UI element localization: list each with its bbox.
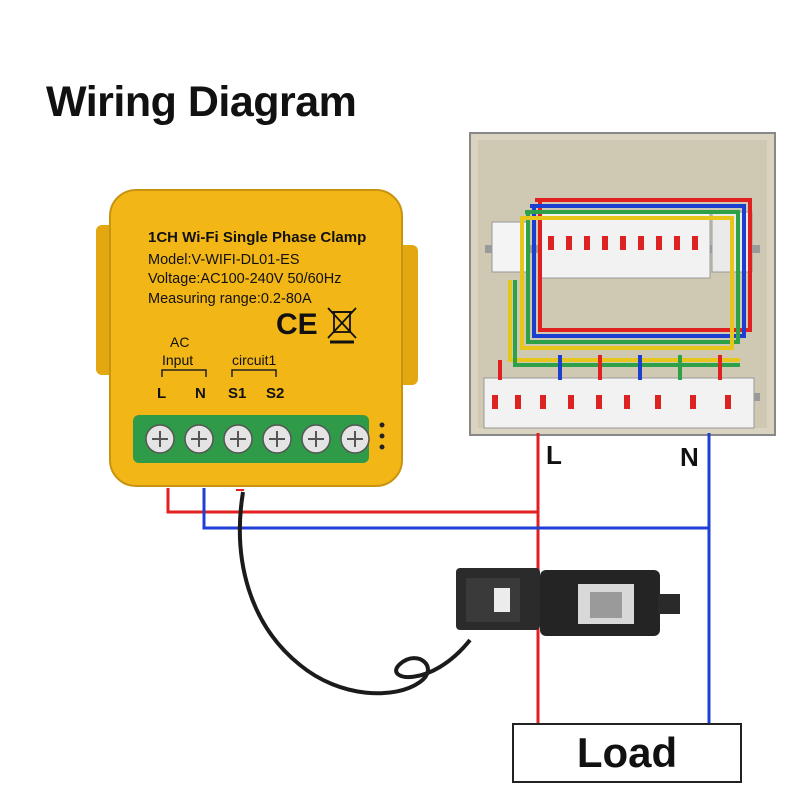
load-label: Load: [576, 729, 678, 776]
terminal-label-s2: S2: [266, 385, 284, 402]
ce-mark: CE: [276, 308, 318, 341]
current-clamp: [456, 568, 680, 636]
ac-label: AC: [170, 334, 189, 350]
page-title: Wiring Diagram: [46, 78, 357, 126]
panel-live-label: L: [546, 440, 562, 470]
circuit-label: circuit1: [232, 352, 277, 368]
device-neutral-wire: [202, 488, 709, 530]
device-model: Model:V-WIFI-DL01-ES: [148, 252, 300, 268]
terminal-label-s1: S1: [228, 385, 246, 402]
device-measuring-range: Measuring range:0.2-80A: [148, 291, 312, 307]
device-voltage: Voltage:AC100-240V 50/60Hz: [148, 271, 341, 287]
panel-wire-bundle: [498, 198, 752, 380]
device-live-wire: [166, 488, 538, 514]
terminal-screws: [145, 424, 370, 454]
terminal-label-n: N: [195, 385, 206, 402]
bottom-breaker-row: [483, 377, 755, 429]
clamp-cable: [237, 491, 472, 696]
terminal-label-l: L: [157, 385, 166, 402]
panel-neutral-label: N: [680, 442, 699, 472]
input-label: Input: [162, 352, 193, 368]
load-box: Load: [512, 723, 742, 783]
device-product-name: 1CH Wi-Fi Single Phase Clamp: [148, 229, 366, 246]
weee-bin-icon: [327, 307, 357, 344]
status-leds: [379, 422, 385, 450]
device-body: CE: [96, 189, 418, 487]
distribution-panel: [469, 132, 776, 436]
